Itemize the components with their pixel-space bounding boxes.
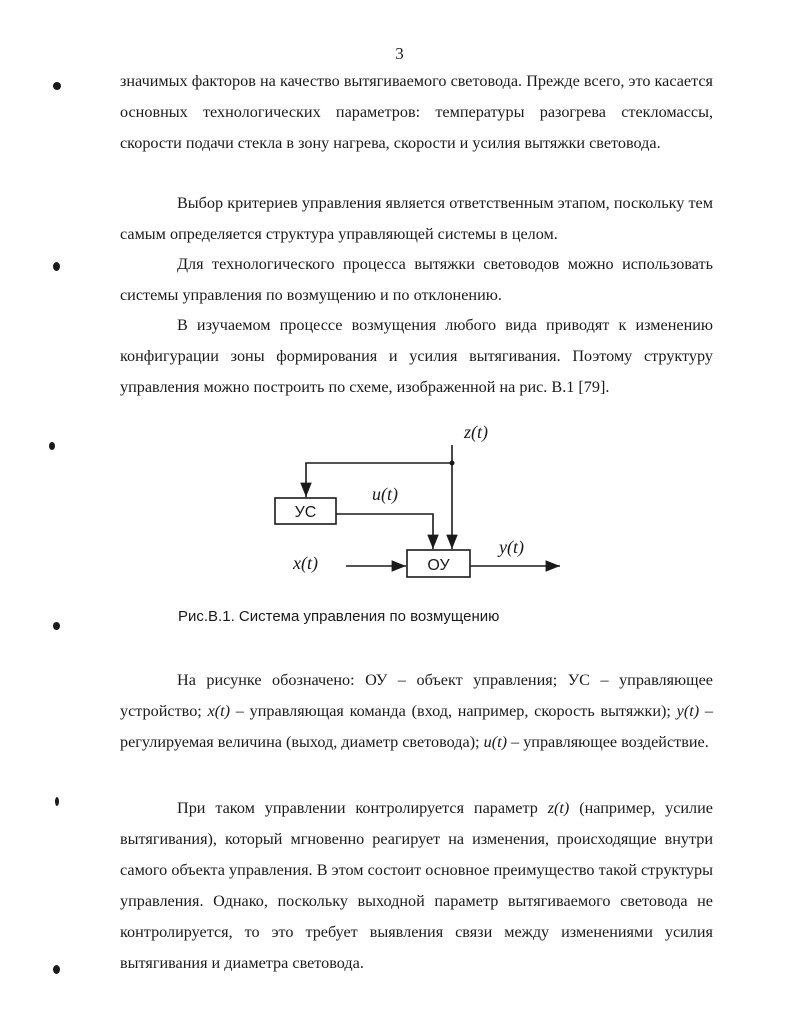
- paragraph-1: значимых факторов на качество вытягиваем…: [120, 72, 713, 152]
- math-z: z(t): [547, 799, 570, 817]
- paragraph-5-text-1: На рисунке обозначено: ОУ – объект управ…: [120, 671, 713, 720]
- paragraph-6: При таком управлении контролируется пара…: [120, 793, 713, 979]
- branch-point: [449, 460, 455, 466]
- paragraph-5: На рисунке обозначено: ОУ – объект управ…: [120, 665, 713, 758]
- paragraph-4: В изучаемом процессе возмущения любого в…: [120, 316, 713, 396]
- controller-label: УС: [295, 504, 317, 521]
- block-diagram: УС ОУ z(t) u(t) x(t) y(t): [274, 422, 560, 578]
- signal-z-label: z(t): [463, 422, 488, 443]
- object-label: ОУ: [427, 557, 450, 574]
- margin-mark: [55, 797, 59, 806]
- object-block: [406, 549, 471, 578]
- paragraph-5-text-4: – управляющее воздействие.: [507, 733, 709, 751]
- math-x: x(t): [207, 702, 231, 720]
- margin-mark: [53, 965, 60, 974]
- margin-mark: [49, 442, 55, 450]
- paragraph-5-text-3: – регулируемая величина (выход, диаметр …: [120, 702, 713, 751]
- margin-mark: [53, 82, 61, 90]
- paragraph-3: Для технологического процесса вытяжки св…: [120, 255, 713, 304]
- margin-mark: [53, 622, 60, 630]
- signal-u-line: [336, 513, 439, 549]
- math-y: y(t): [676, 702, 700, 720]
- figure-caption: Рис.В.1. Система управления по возмущени…: [178, 608, 500, 625]
- signal-x-label: x(t): [292, 553, 318, 574]
- signal-y-label: y(t): [497, 537, 524, 558]
- paragraph-6-text-2: (например, усилие вытягивания), который …: [120, 799, 713, 972]
- margin-mark: [53, 262, 60, 271]
- page-number: 3: [395, 44, 404, 63]
- paragraph-5-text-2: – управляющая команда (вход, например, с…: [230, 702, 677, 720]
- paragraph-2: Выбор критериев управления является отве…: [120, 194, 713, 243]
- signal-u-label: u(t): [372, 484, 398, 505]
- controller-block: [274, 497, 337, 525]
- math-u: u(t): [483, 733, 507, 751]
- paragraph-6-text-1: При таком управлении контролируется пара…: [177, 799, 548, 817]
- feedforward-line: [300, 462, 452, 497]
